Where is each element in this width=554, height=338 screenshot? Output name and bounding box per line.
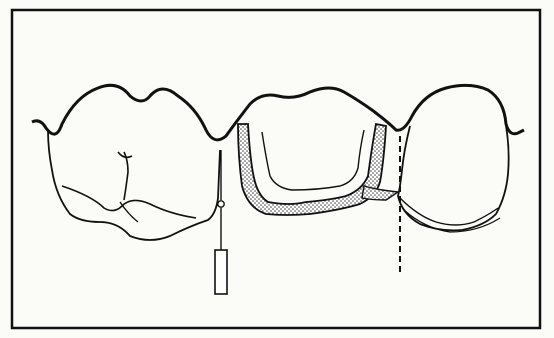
gum-outline xyxy=(32,85,524,140)
probe-instrument xyxy=(215,150,227,294)
right-tooth xyxy=(398,126,509,232)
figure-frame xyxy=(12,10,540,328)
middle-tooth xyxy=(238,124,398,215)
left-tooth xyxy=(48,130,220,240)
